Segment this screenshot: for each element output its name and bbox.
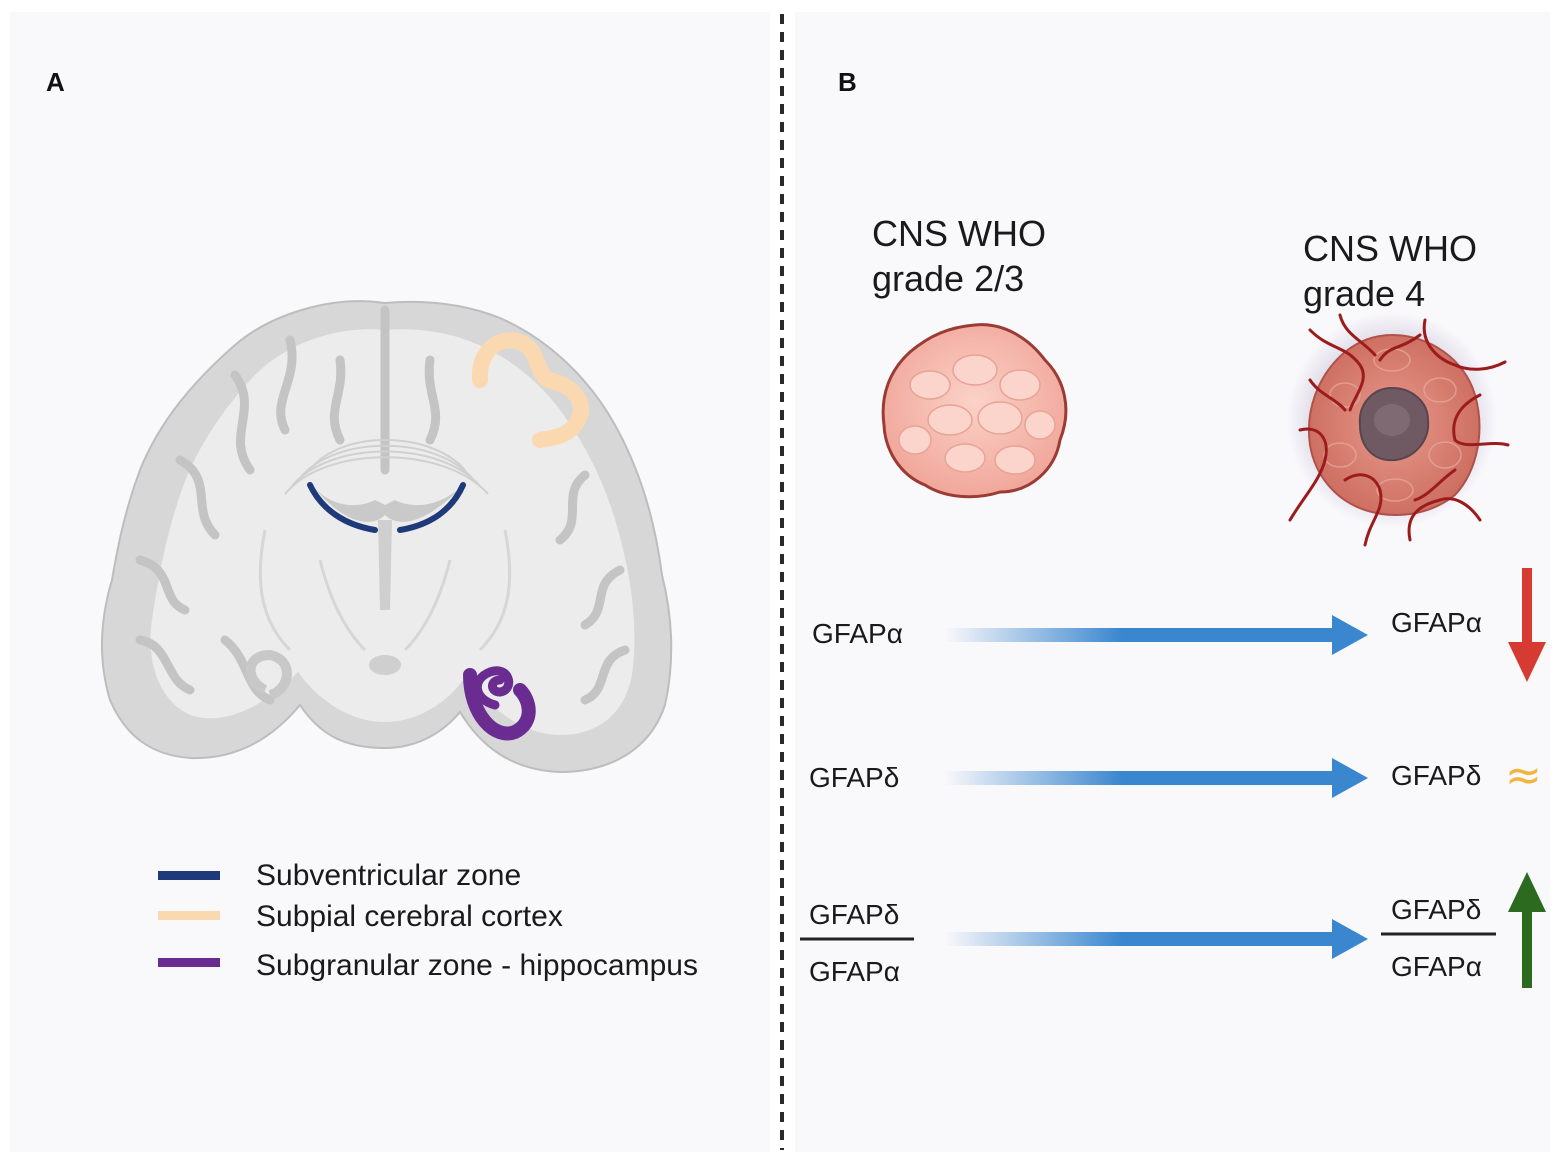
gfap-delta-arrow-shaft <box>945 771 1340 785</box>
legend-swatch-subgranular <box>158 958 220 967</box>
subventricular-zone-highlight-right <box>397 482 466 533</box>
third-ventricle <box>378 520 392 610</box>
tumor-vessels <box>1288 313 1510 547</box>
row-gfap-ratio: GFAPδ GFAPα GFAPδ GFAPα <box>800 872 1546 988</box>
legend-label-subpial: Subpial cerebral cortex <box>256 900 563 933</box>
increase-arrow <box>1508 872 1546 988</box>
subgranular-zone-highlight <box>463 668 536 741</box>
grade-low-line2: grade 2/3 <box>872 258 1024 299</box>
gfap-delta-left-label: GFAPδ <box>809 762 899 793</box>
legend: Subventricular zone Subpial cerebral cor… <box>158 859 698 982</box>
grade-low-line1: CNS WHO <box>872 213 1046 254</box>
gfap-alpha-right-label: GFAPα <box>1391 607 1482 638</box>
grade-high-line2: grade 4 <box>1303 273 1425 314</box>
grade-high-line1: CNS WHO <box>1303 228 1477 269</box>
gfap-alpha-left-label: GFAPα <box>812 618 903 649</box>
subventricular-zone-highlight <box>307 482 378 533</box>
brain-coronal-section <box>101 300 673 774</box>
legend-label-subventricular: Subventricular zone <box>256 859 521 892</box>
ratio-left-numerator: GFAPδ <box>809 899 899 930</box>
tumor-low-grade <box>881 323 1068 499</box>
gfap-alpha-arrow-shaft <box>945 628 1340 642</box>
basal-ganglia <box>258 529 512 652</box>
white-matter <box>150 329 635 735</box>
panel-a-letter: A <box>46 67 65 97</box>
gfap-delta-right-label: GFAPδ <box>1391 760 1481 791</box>
ratio-left-denominator: GFAPα <box>809 956 900 987</box>
tumor-high-grade <box>1287 312 1510 547</box>
legend-swatch-subventricular <box>158 871 220 880</box>
lateral-ventricles <box>315 488 460 522</box>
left-hippocampus <box>245 649 292 700</box>
legend-label-subgranular: Subgranular zone - hippocampus <box>256 949 698 982</box>
ratio-arrow-head <box>1332 919 1368 959</box>
legend-swatch-subpial <box>158 911 220 920</box>
ratio-right-denominator: GFAPα <box>1391 951 1482 982</box>
corpus-callosum <box>284 439 489 495</box>
row-gfap-alpha: GFAPα GFAPα <box>812 568 1546 682</box>
decrease-arrow <box>1508 568 1546 682</box>
gfap-delta-arrow-head <box>1332 758 1368 798</box>
row-gfap-delta: GFAPδ GFAPδ ≈ <box>809 750 1542 801</box>
subgranular-zone-coil <box>473 666 514 710</box>
subpial-cortex-highlight <box>471 332 589 448</box>
approx-equal-icon: ≈ <box>1505 750 1542 801</box>
gyri-folds <box>135 305 630 705</box>
brainstem-core <box>369 655 401 675</box>
ratio-right-numerator: GFAPδ <box>1391 894 1481 925</box>
panel-b-letter: B <box>838 67 857 97</box>
ratio-arrow-shaft <box>945 932 1340 946</box>
panel-b-background <box>795 12 1550 1152</box>
gfap-alpha-arrow-head <box>1332 615 1368 655</box>
